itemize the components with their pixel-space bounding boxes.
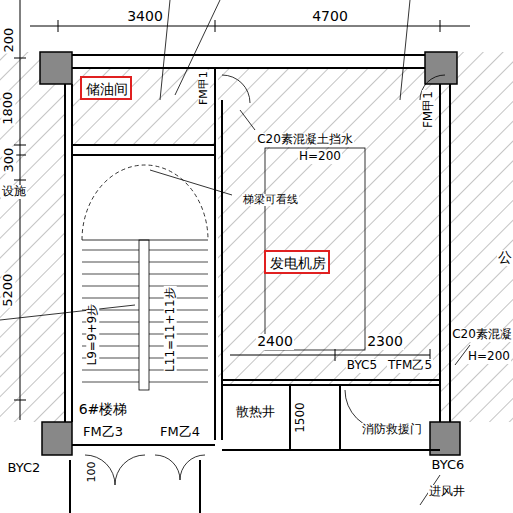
plan-label: FM乙3 (82, 425, 124, 439)
plan-label: H=200 (298, 150, 342, 163)
plan-label: 4700 (311, 9, 349, 24)
plan-label: FM乙4 (159, 425, 201, 439)
plan-label: L9=9+9步 (86, 303, 99, 367)
plan-label: 5200 (2, 272, 16, 307)
plan-label: BYC6 (431, 458, 466, 472)
plan-label: 300 (2, 147, 16, 174)
plan-label: FM甲1 (421, 91, 434, 130)
plan-label: 2400 (256, 334, 294, 349)
plan-label: 散热井 (235, 405, 276, 419)
plan-label: 1500 (293, 402, 306, 435)
plan-label: 梯梁可看线 (242, 194, 299, 206)
room-name-box: 储油间 (80, 76, 132, 101)
plan-label: L11=11+11步 (163, 287, 176, 374)
plan-label: 消防救援门 (361, 423, 423, 436)
plan-label: FM甲1 (198, 70, 210, 106)
room-name: 储油间 (86, 81, 126, 98)
plan-label: 设施 (1, 185, 27, 198)
plan-label: BYC5 (346, 359, 378, 372)
plan-label: 100 (86, 461, 98, 484)
plan-label: 3400 (126, 9, 164, 24)
plan-label: 公 (497, 250, 513, 265)
plan-label: 1800 (2, 90, 16, 125)
room-name-box: 发电机房 (264, 250, 330, 275)
plan-label: 6#楼梯 (78, 402, 129, 417)
plan-label: C20素混凝土挡水 (256, 133, 354, 146)
plan-label: 2300 (366, 334, 404, 349)
plan-label: 进风井 (428, 485, 466, 498)
room-name: 发电机房 (270, 255, 324, 272)
plan-label: C20素混凝 (451, 328, 513, 341)
plan-label: BYC2 (7, 461, 42, 475)
plan-label: TFM乙5 (387, 359, 433, 372)
plan-label: H=200 (467, 350, 511, 363)
plan-label: 200 (2, 27, 16, 54)
